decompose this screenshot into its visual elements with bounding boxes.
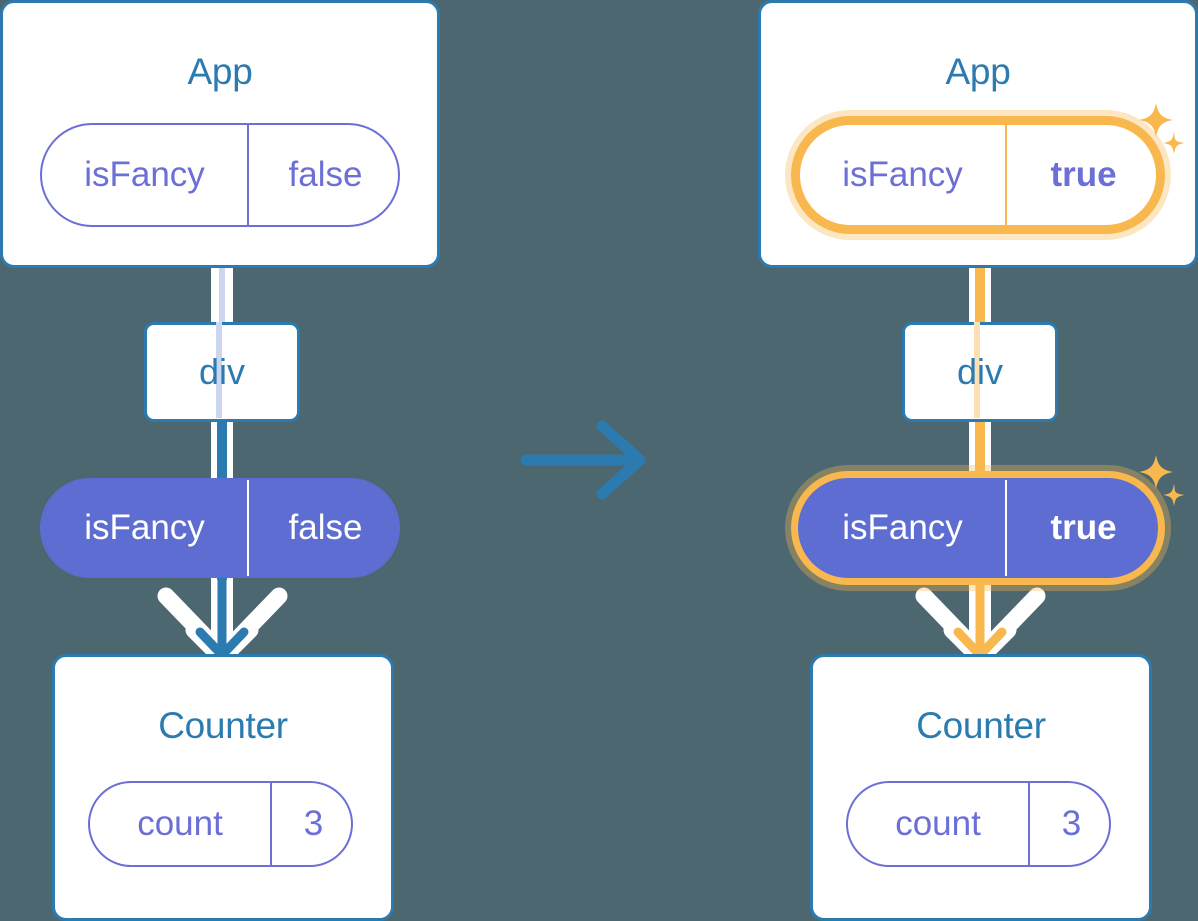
state-pill-app-isfancy[interactable]: isFancy false	[40, 123, 400, 227]
diagram-stage-before: App isFancy false div isFancy false Coun…	[0, 0, 440, 921]
counter-pill-key: count	[137, 804, 223, 843]
prop-pill-value: true	[1005, 480, 1160, 576]
dom-node-label-div: div	[956, 351, 1004, 392]
prop-pill-value: false	[247, 480, 402, 576]
sparkle-large-icon	[1139, 103, 1173, 137]
dom-node-box-div: div	[144, 322, 300, 422]
prop-pill-key: isFancy	[84, 508, 205, 547]
state-pill-value: true	[1005, 125, 1160, 225]
state-pill-key: isFancy	[84, 155, 205, 194]
prop-pill-isfancy[interactable]: isFancy false	[40, 478, 400, 578]
component-box-counter: Counter	[52, 654, 394, 921]
state-pill-key: isFancy	[842, 155, 963, 194]
sparkle-large-icon	[1139, 455, 1173, 489]
prop-pill-key: isFancy	[842, 508, 963, 547]
wire-inside-div	[974, 322, 980, 418]
dom-node-label-div: div	[198, 351, 246, 392]
sparkle-small-icon	[1163, 132, 1185, 154]
counter-pill-key: count	[895, 804, 981, 843]
wire-app-to-div	[219, 227, 225, 325]
state-pill-value: false	[247, 125, 402, 225]
state-pill-counter-count[interactable]: count 3	[846, 781, 1111, 867]
page-title-counter: Counter	[916, 705, 1046, 746]
arrow-into-counter-icon	[157, 580, 288, 667]
sparkle-small-icon	[1163, 484, 1185, 506]
wire-app-to-div-highlighted	[975, 227, 985, 325]
counter-pill-value: 3	[270, 783, 355, 865]
page-title-app: App	[187, 51, 253, 92]
wire-div-to-prop-pill-highlighted	[975, 420, 985, 482]
page-title-counter: Counter	[158, 705, 288, 746]
prop-pill-isfancy[interactable]: isFancy true	[798, 478, 1158, 578]
wire-inside-div	[216, 322, 222, 418]
diagram-stage-after: App isFancy true div isFancy true	[758, 0, 1198, 921]
dom-node-box-div: div	[902, 322, 1058, 422]
state-pill-counter-count[interactable]: count 3	[88, 781, 353, 867]
page-title-app: App	[945, 51, 1011, 92]
arrow-right-icon	[520, 420, 646, 500]
arrow-into-counter-icon	[915, 580, 1046, 667]
wire-div-to-prop-pill	[217, 420, 227, 482]
counter-pill-value: 3	[1028, 783, 1113, 865]
state-pill-app-isfancy[interactable]: isFancy true	[798, 123, 1158, 227]
